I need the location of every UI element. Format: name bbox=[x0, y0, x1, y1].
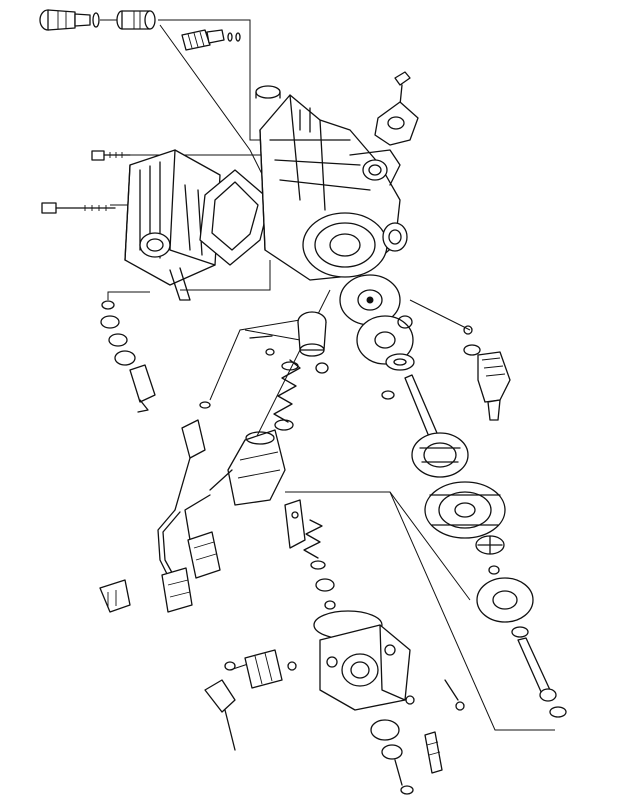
cam-ring-lower bbox=[424, 481, 506, 539]
solenoid-valve bbox=[209, 429, 286, 506]
throttle-lever bbox=[204, 679, 236, 751]
lower-shaft bbox=[511, 626, 567, 718]
wire-connector bbox=[161, 531, 221, 613]
left-valve-assembly bbox=[224, 649, 297, 689]
top-valve bbox=[181, 29, 241, 51]
cam-ring-upper bbox=[411, 432, 469, 478]
roller-holder bbox=[475, 535, 505, 555]
pin-lower-right bbox=[444, 679, 465, 711]
right-sensor-plug bbox=[463, 344, 511, 421]
pump-body bbox=[255, 85, 408, 281]
leader-lines bbox=[100, 19, 555, 731]
screw-lower-right bbox=[405, 695, 443, 774]
flange-medium bbox=[356, 315, 414, 365]
central-spring bbox=[273, 359, 301, 431]
lower-spring bbox=[303, 519, 336, 610]
seal-ring bbox=[385, 353, 415, 371]
plunger-top bbox=[297, 311, 329, 374]
hydraulic-head bbox=[313, 610, 411, 711]
top-sleeve bbox=[116, 10, 156, 30]
bracket-plate bbox=[284, 499, 306, 549]
rotor-disc bbox=[476, 565, 534, 623]
temperature-sensor bbox=[174, 419, 206, 511]
top-left-bolt bbox=[39, 9, 100, 31]
small-bolt-right bbox=[397, 315, 473, 335]
gasket-plate bbox=[199, 169, 271, 266]
spring-stack-left bbox=[100, 300, 156, 413]
loose-clip bbox=[99, 579, 131, 613]
delivery-valve bbox=[370, 719, 414, 795]
pin-set bbox=[249, 335, 275, 356]
solenoid-housing bbox=[124, 149, 221, 301]
top-right-cap bbox=[374, 71, 419, 146]
long-bolts bbox=[41, 150, 131, 214]
small-oring bbox=[199, 401, 211, 409]
